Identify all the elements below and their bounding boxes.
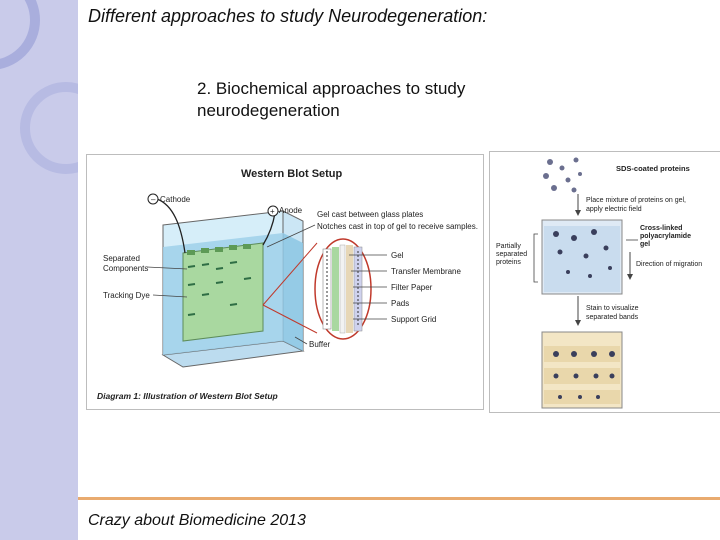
wb-caption: Diagram 1: Illustration of Western Blot … [97,391,278,401]
layer-label: Transfer Membrane [391,267,462,276]
svg-text:+: + [270,207,275,216]
place-mixture-label: apply electric field [586,206,642,213]
layer-label: Filter Paper [391,283,433,292]
stain-label: Stain to visualize [586,305,639,312]
separated-label: Separated [103,254,140,263]
subtitle-line: 2. Biochemical approaches to study [197,79,466,98]
footer-divider [78,497,720,500]
western-blot-diagram: Western Blot Setup – + Cathode A [97,168,478,401]
anode-label: Anode [279,206,303,215]
crosslinked-label: gel [640,241,650,248]
tracking-dye-label: Tracking Dye [103,291,150,300]
crosslinked-label: polyacrylamide [640,233,691,240]
wb-heading: Western Blot Setup [241,168,343,180]
layer-label: Support Grid [391,315,436,324]
partially-label: separated [496,251,527,258]
gel-cast-label: Gel cast between glass plates [317,210,423,219]
stain-label: separated bands [586,314,639,321]
direction-label: Direction of migration [636,261,702,268]
sds-coated-label: SDS-coated proteins [616,164,690,173]
svg-text:–: – [151,195,156,204]
sds-page-diagram: SDS-coated proteins Place mixture of pro… [496,157,702,409]
ring-decoration [0,0,40,70]
subtitle-line: neurodegeneration [197,101,340,120]
layer-label: Pads [391,299,409,308]
cathode-label: Cathode [160,195,191,204]
buffer-label: Buffer [309,340,331,349]
partially-label: proteins [496,259,521,266]
sidebar-decoration [0,0,78,540]
western-blot-figure: Western Blot Setup – + Cathode A [86,154,484,410]
slide-title: Different approaches to study Neurodegen… [88,6,488,26]
crosslinked-label: Cross-linked [640,225,682,232]
place-mixture-label: Place mixture of proteins on gel, [586,197,686,204]
partially-label: Partially [496,243,521,250]
sds-page-figure: SDS-coated proteins Place mixture of pro… [489,151,720,413]
footer-text: Crazy about Biomedicine 2013 [88,512,306,529]
layer-label: Gel [391,251,404,260]
ring-decoration [20,82,78,174]
slide-subtitle: 2. Biochemical approaches to study neuro… [197,78,517,122]
gel-cast-label: Notches cast in top of gel to receive sa… [317,222,478,231]
separated-label: Components [103,264,148,273]
